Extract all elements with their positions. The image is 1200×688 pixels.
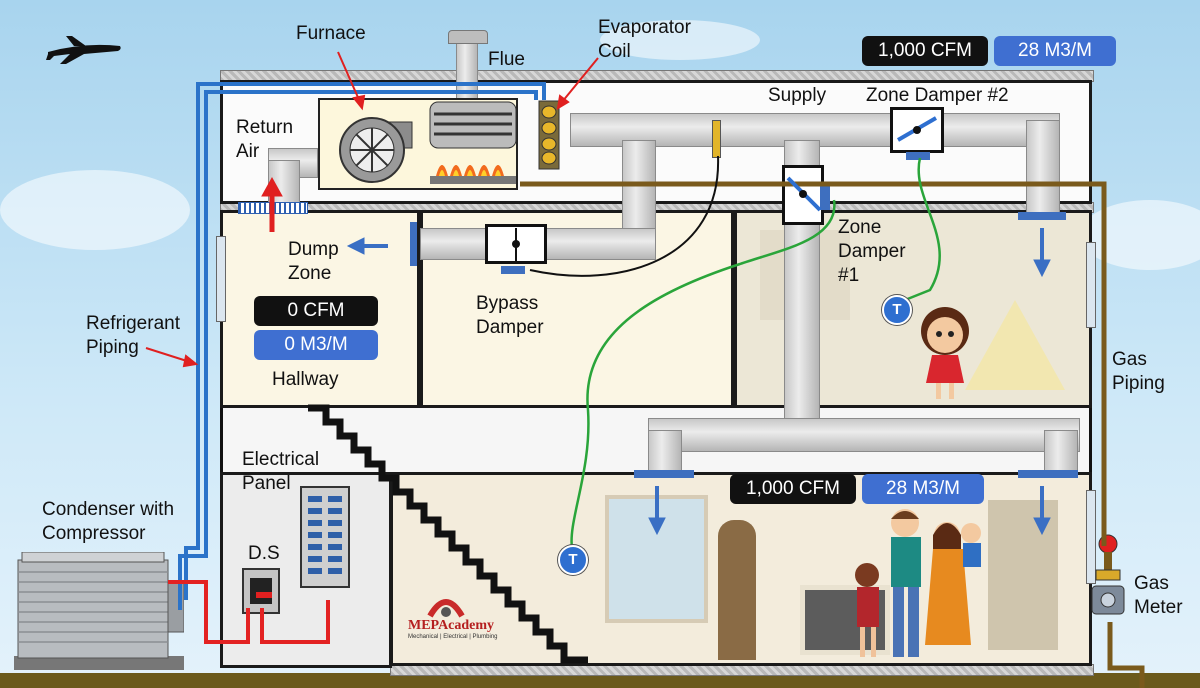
kids-window xyxy=(1086,242,1096,328)
electrical-panel-label: Electrical Panel xyxy=(242,449,320,494)
hallway-label: Hallway xyxy=(272,369,339,390)
kids-room-tent xyxy=(965,300,1065,390)
flue-label: Flue xyxy=(488,49,525,70)
condenser-unit[interactable] xyxy=(14,552,184,672)
supply-label: Supply xyxy=(768,85,827,106)
zone-damper-1-actuator xyxy=(820,184,830,210)
zone-damper-2-actuator xyxy=(906,152,930,160)
logo-name: MEPAcademy xyxy=(408,618,495,633)
gear-icon xyxy=(427,599,465,618)
thermostat-living-room[interactable]: T xyxy=(558,545,588,575)
living-side-window xyxy=(1086,490,1096,584)
cloud xyxy=(600,20,760,60)
grandfather-clock xyxy=(718,520,756,660)
kids-room-diffuser xyxy=(1018,212,1066,220)
dump-cfm-badge: 0 CFM xyxy=(254,296,378,326)
living-drop-left xyxy=(648,430,682,472)
refrigerant-piping-label: Refrigerant Piping xyxy=(86,313,180,358)
flue-cap xyxy=(448,30,488,44)
family-illustration xyxy=(855,509,981,657)
return-air-label: Return Air xyxy=(236,117,294,162)
living-diffuser-left xyxy=(634,470,694,478)
furnace-label: Furnace xyxy=(296,23,366,44)
dump-m3-badge: 0 M3/M xyxy=(254,330,378,360)
evaporator-coil-label: Evaporator Coil xyxy=(598,17,691,62)
zone-damper-1-label: Zone Damper #1 xyxy=(838,217,906,286)
airplane-icon xyxy=(46,36,121,64)
top-cfm-badge: 1,000 CFM xyxy=(862,36,988,66)
girl-illustration xyxy=(921,307,969,399)
top-m3-badge: 28 M3/M xyxy=(994,36,1116,66)
thermostat-kids-room[interactable]: T xyxy=(882,295,912,325)
bypass-damper-label: Bypass Damper xyxy=(476,293,544,338)
supply-riser-right xyxy=(1026,120,1060,215)
living-cfm-badge: 1,000 CFM xyxy=(730,474,856,504)
living-diffuser-right xyxy=(1018,470,1078,478)
heat-exchanger-icon xyxy=(429,101,517,184)
dump-zone-diffuser xyxy=(410,222,417,266)
ds-label: D.S xyxy=(248,543,280,564)
bypass-damper-actuator xyxy=(501,266,525,274)
logo-tagline: Mechanical | Electrical | Plumbing xyxy=(408,634,498,640)
electrical-panel xyxy=(300,486,350,588)
ground xyxy=(0,673,1200,688)
disconnect-switch[interactable] xyxy=(242,568,280,614)
living-m3-badge: 28 M3/M xyxy=(862,474,984,504)
gas-piping-label: Gas Piping xyxy=(1112,349,1165,394)
mep-academy-logo: MEPAcademy Mechanical | Electrical | Plu… xyxy=(408,592,498,640)
evaporator-coil-icon xyxy=(538,100,560,170)
condenser-label: Condenser with Compressor xyxy=(42,499,175,544)
living-supply-duct xyxy=(648,418,1080,452)
cloud xyxy=(0,170,190,250)
gas-meter-label: Gas Meter xyxy=(1134,573,1183,618)
hallway-window xyxy=(216,236,226,322)
blower-fan-icon xyxy=(339,117,413,183)
cloud xyxy=(1080,200,1200,270)
dump-zone-label: Dump Zone xyxy=(288,239,339,284)
thermostat-sensor xyxy=(712,120,721,158)
zone-damper-2-label: Zone Damper #2 xyxy=(866,85,1009,106)
